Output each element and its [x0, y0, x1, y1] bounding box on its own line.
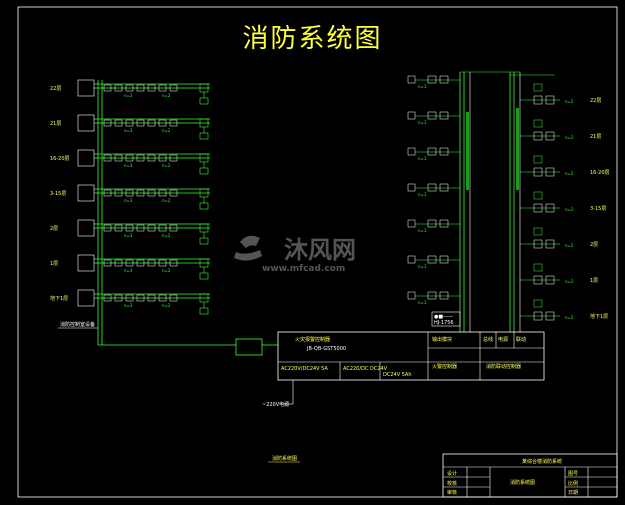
left-floor-label: 21层	[50, 121, 61, 127]
svg-text:n=1: n=1	[418, 156, 427, 161]
svg-text:n=3: n=3	[124, 128, 133, 133]
svg-text:n=2: n=2	[162, 233, 171, 238]
svg-text:n=2: n=2	[162, 128, 171, 133]
watermark-logo-icon	[234, 235, 262, 261]
right-floor-label: 1层	[590, 278, 598, 284]
svg-text:n=2: n=2	[162, 198, 171, 203]
left-floor-label: 22层	[50, 86, 61, 92]
svg-text:HJ-1756: HJ-1756	[434, 320, 454, 326]
svg-text:n=3: n=3	[124, 303, 133, 308]
left-footnote: 消防控制室设备	[60, 321, 95, 328]
svg-text:n=2: n=2	[565, 135, 574, 140]
svg-text:n=2: n=2	[162, 303, 171, 308]
drawing-frame	[17, 6, 618, 498]
right-strip-2	[516, 108, 519, 190]
right-strip-1	[466, 112, 469, 190]
right-floor-label: 地下1层	[590, 313, 608, 320]
svg-text:n=1: n=1	[418, 84, 427, 89]
left-floor-row: 2层 n=3 n=2	[50, 219, 210, 245]
watermark: 沐风网 www.mfcad.com	[234, 235, 356, 274]
watermark-url: www.mfcad.com	[262, 264, 345, 274]
relay-box	[235, 338, 263, 356]
right-floor-label: 22层	[590, 98, 601, 104]
power-middle: AC220/DC DC24V	[343, 366, 388, 372]
left-floor-row: 16-20层 n=3 n=2	[50, 149, 210, 175]
right-legend-box	[431, 311, 461, 327]
svg-text:●■——: ●■——	[434, 314, 453, 320]
svg-text:n=2: n=2	[162, 93, 171, 98]
bottom-caption: 消防系统图	[272, 455, 297, 462]
svg-text:n=2: n=2	[565, 279, 574, 284]
svg-text:n=1: n=1	[418, 228, 427, 233]
svg-text:n=3: n=3	[124, 268, 133, 273]
title-block: 某综合楼消防系统 消防系统图 设计 校核 审核 图号 比例 日期	[442, 453, 618, 498]
controller-model: JB-QB-GST5000	[306, 346, 346, 352]
project-name: 某综合楼消防系统	[522, 458, 562, 465]
left-floor-row: 地下1层 n=3 n=2	[50, 289, 210, 315]
tb-right-3: 日期	[568, 490, 578, 496]
svg-text:火警控制器: 火警控制器	[432, 363, 457, 370]
svg-text:输出模块: 输出模块	[432, 336, 452, 343]
left-floor-label: 1层	[50, 261, 58, 267]
page-title: 消防系统图	[242, 24, 383, 54]
svg-text:n=1: n=1	[418, 264, 427, 269]
power-left: AC220V/DC24V 5A	[281, 366, 328, 372]
svg-text:电源: 电源	[498, 336, 508, 343]
right-floor-row: n=1 n=2 3-15层	[407, 183, 606, 213]
right-floor-label: 3-15层	[590, 206, 606, 212]
tb-row-2: 校核	[447, 480, 457, 487]
svg-text:n=2: n=2	[565, 207, 574, 212]
svg-text:n=3: n=3	[124, 93, 133, 98]
left-floor-label: 2层	[50, 226, 58, 232]
left-floor-row: 1层 n=3 n=2	[50, 254, 210, 280]
drawing-name: 消防系统图	[510, 479, 535, 486]
right-floor-row: n=1 n=2 2层	[407, 219, 598, 249]
svg-text:n=1: n=1	[418, 192, 427, 197]
power-right: DC24V 5Ah	[383, 372, 411, 378]
left-floor-row: 21层 n=3 n=2	[50, 114, 210, 140]
right-floor-label: 2层	[590, 242, 598, 248]
power-input-label: ~220V电源	[262, 401, 289, 408]
svg-text:n=2: n=2	[565, 243, 574, 248]
left-floor-label: 16-20层	[50, 156, 70, 162]
svg-text:n=2: n=2	[162, 163, 171, 168]
svg-text:n=2: n=2	[565, 171, 574, 176]
right-floor-row: n=1 n=2 1层	[407, 255, 598, 285]
svg-text:消防联动控制器: 消防联动控制器	[486, 363, 521, 370]
right-floor-label: 21层	[590, 134, 601, 140]
left-floor-label: 地下1层	[50, 295, 68, 302]
svg-text:n=2: n=2	[565, 315, 574, 320]
left-floor-row: 3-15层 n=3 n=2	[50, 184, 210, 210]
left-floor-label: 3-15层	[50, 191, 66, 197]
tb-right-1: 图号	[568, 471, 578, 477]
controller-label: 火灾报警控制器	[295, 336, 330, 343]
svg-text:总线: 总线	[483, 336, 493, 343]
svg-text:联动: 联动	[516, 336, 526, 343]
svg-text:n=3: n=3	[124, 198, 133, 203]
svg-text:n=3: n=3	[124, 233, 133, 238]
svg-text:n=2: n=2	[565, 99, 574, 104]
svg-text:n=1: n=1	[418, 300, 427, 305]
watermark-cn: 沐风网	[284, 236, 356, 264]
tb-right-2: 比例	[568, 480, 578, 487]
tb-row-1: 设计	[447, 470, 457, 477]
svg-text:n=2: n=2	[162, 268, 171, 273]
right-floor-row: n=1 n=2 22层	[407, 75, 601, 105]
right-floor-row: n=1 n=2 16-20层	[407, 147, 610, 177]
controller-block: 火灾报警控制器 JB-QB-GST5000 输出模块 总线 电源 联动 火警控制…	[277, 331, 545, 381]
right-floor-label: 16-20层	[590, 170, 610, 176]
left-floor-row: 22层 n=3 n=2	[50, 79, 210, 105]
right-floor-row: n=1 n=2 21层	[407, 111, 601, 141]
svg-text:n=1: n=1	[418, 120, 427, 125]
tb-row-3: 审核	[447, 489, 457, 496]
svg-text:n=3: n=3	[124, 163, 133, 168]
right-floor-row: n=1 n=2 地下1层	[407, 291, 608, 321]
